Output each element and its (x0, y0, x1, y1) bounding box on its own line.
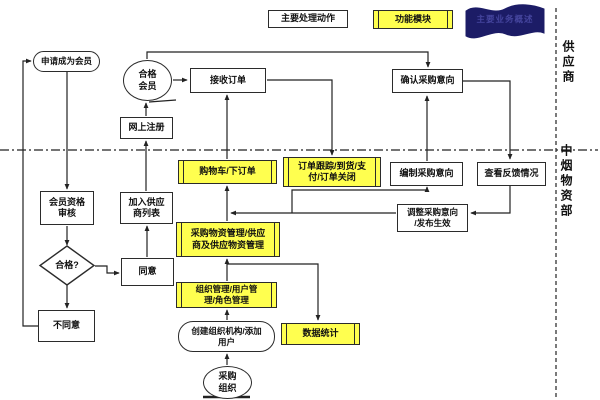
legend-module-label: 功能模块 (394, 13, 431, 24)
edge-qualify-agree (95, 265, 120, 276)
node-org-mgmt: 组织管理/用户管 理/角色管理 (176, 282, 277, 308)
node-qualify-decision: 合格? (38, 245, 96, 286)
node-receive-order: 接收订单 (190, 68, 266, 93)
edge-disagree-apply-loop (22, 58, 38, 327)
node-order-tracking: 订单跟踪/到货/支 付/订单关闭 (283, 157, 381, 187)
edge-branch-stats (227, 263, 321, 321)
node-prepare-intent: 编制采购意向 (390, 162, 463, 186)
node-agree: 同意 (121, 258, 174, 286)
edge-confirm-feedback (463, 80, 513, 160)
lane-label-supplier: 供应商 (561, 40, 575, 85)
node-adjust-intent: 调整采购意向 /发布生效 (397, 204, 468, 232)
flag-icon (465, 4, 545, 39)
legend-action-box: 主要处理动作 (268, 10, 348, 28)
node-confirm-intent: 确认采购意向 (392, 69, 463, 93)
node-qualified-member: 合格 会员 (123, 60, 172, 101)
legend-action-label: 主要处理动作 (280, 13, 335, 24)
edge-adjust-prepare-loop (291, 186, 430, 213)
edge-member-confirm-top (146, 51, 431, 68)
node-member-review: 会员资格 审核 (40, 191, 94, 225)
node-create-org: 创建组织机构/添加 用户 (178, 321, 275, 352)
tick-below-member-circle (148, 99, 177, 103)
node-purchase-org: 采购 组织 (203, 366, 252, 399)
edge-feedback-adjust (470, 186, 511, 216)
node-disagree: 不同意 (38, 310, 95, 342)
node-online-register: 网上注册 (120, 117, 173, 139)
node-apply-member: 申请成为会员 (33, 51, 100, 72)
decision-diamond-icon (38, 245, 96, 286)
node-join-supplier-list: 加入供应 商列表 (120, 192, 173, 224)
edge-receive-tracking (267, 79, 335, 156)
legend-flag: 主要业务概述 (464, 2, 546, 42)
legend-module-box: 功能模块 (373, 10, 453, 29)
lane-label-tobacco-dept: 中烟物资部 (559, 144, 573, 219)
node-cart-place-order: 购物车/下订单 (178, 160, 277, 184)
node-data-stats: 数据统计 (281, 323, 360, 345)
node-view-feedback: 查看反馈情况 (477, 162, 546, 186)
node-material-mgmt: 采购物资管理/供应 商及供应物资管理 (176, 222, 280, 257)
legend-flag-label: 主要业务概述 (476, 14, 534, 24)
